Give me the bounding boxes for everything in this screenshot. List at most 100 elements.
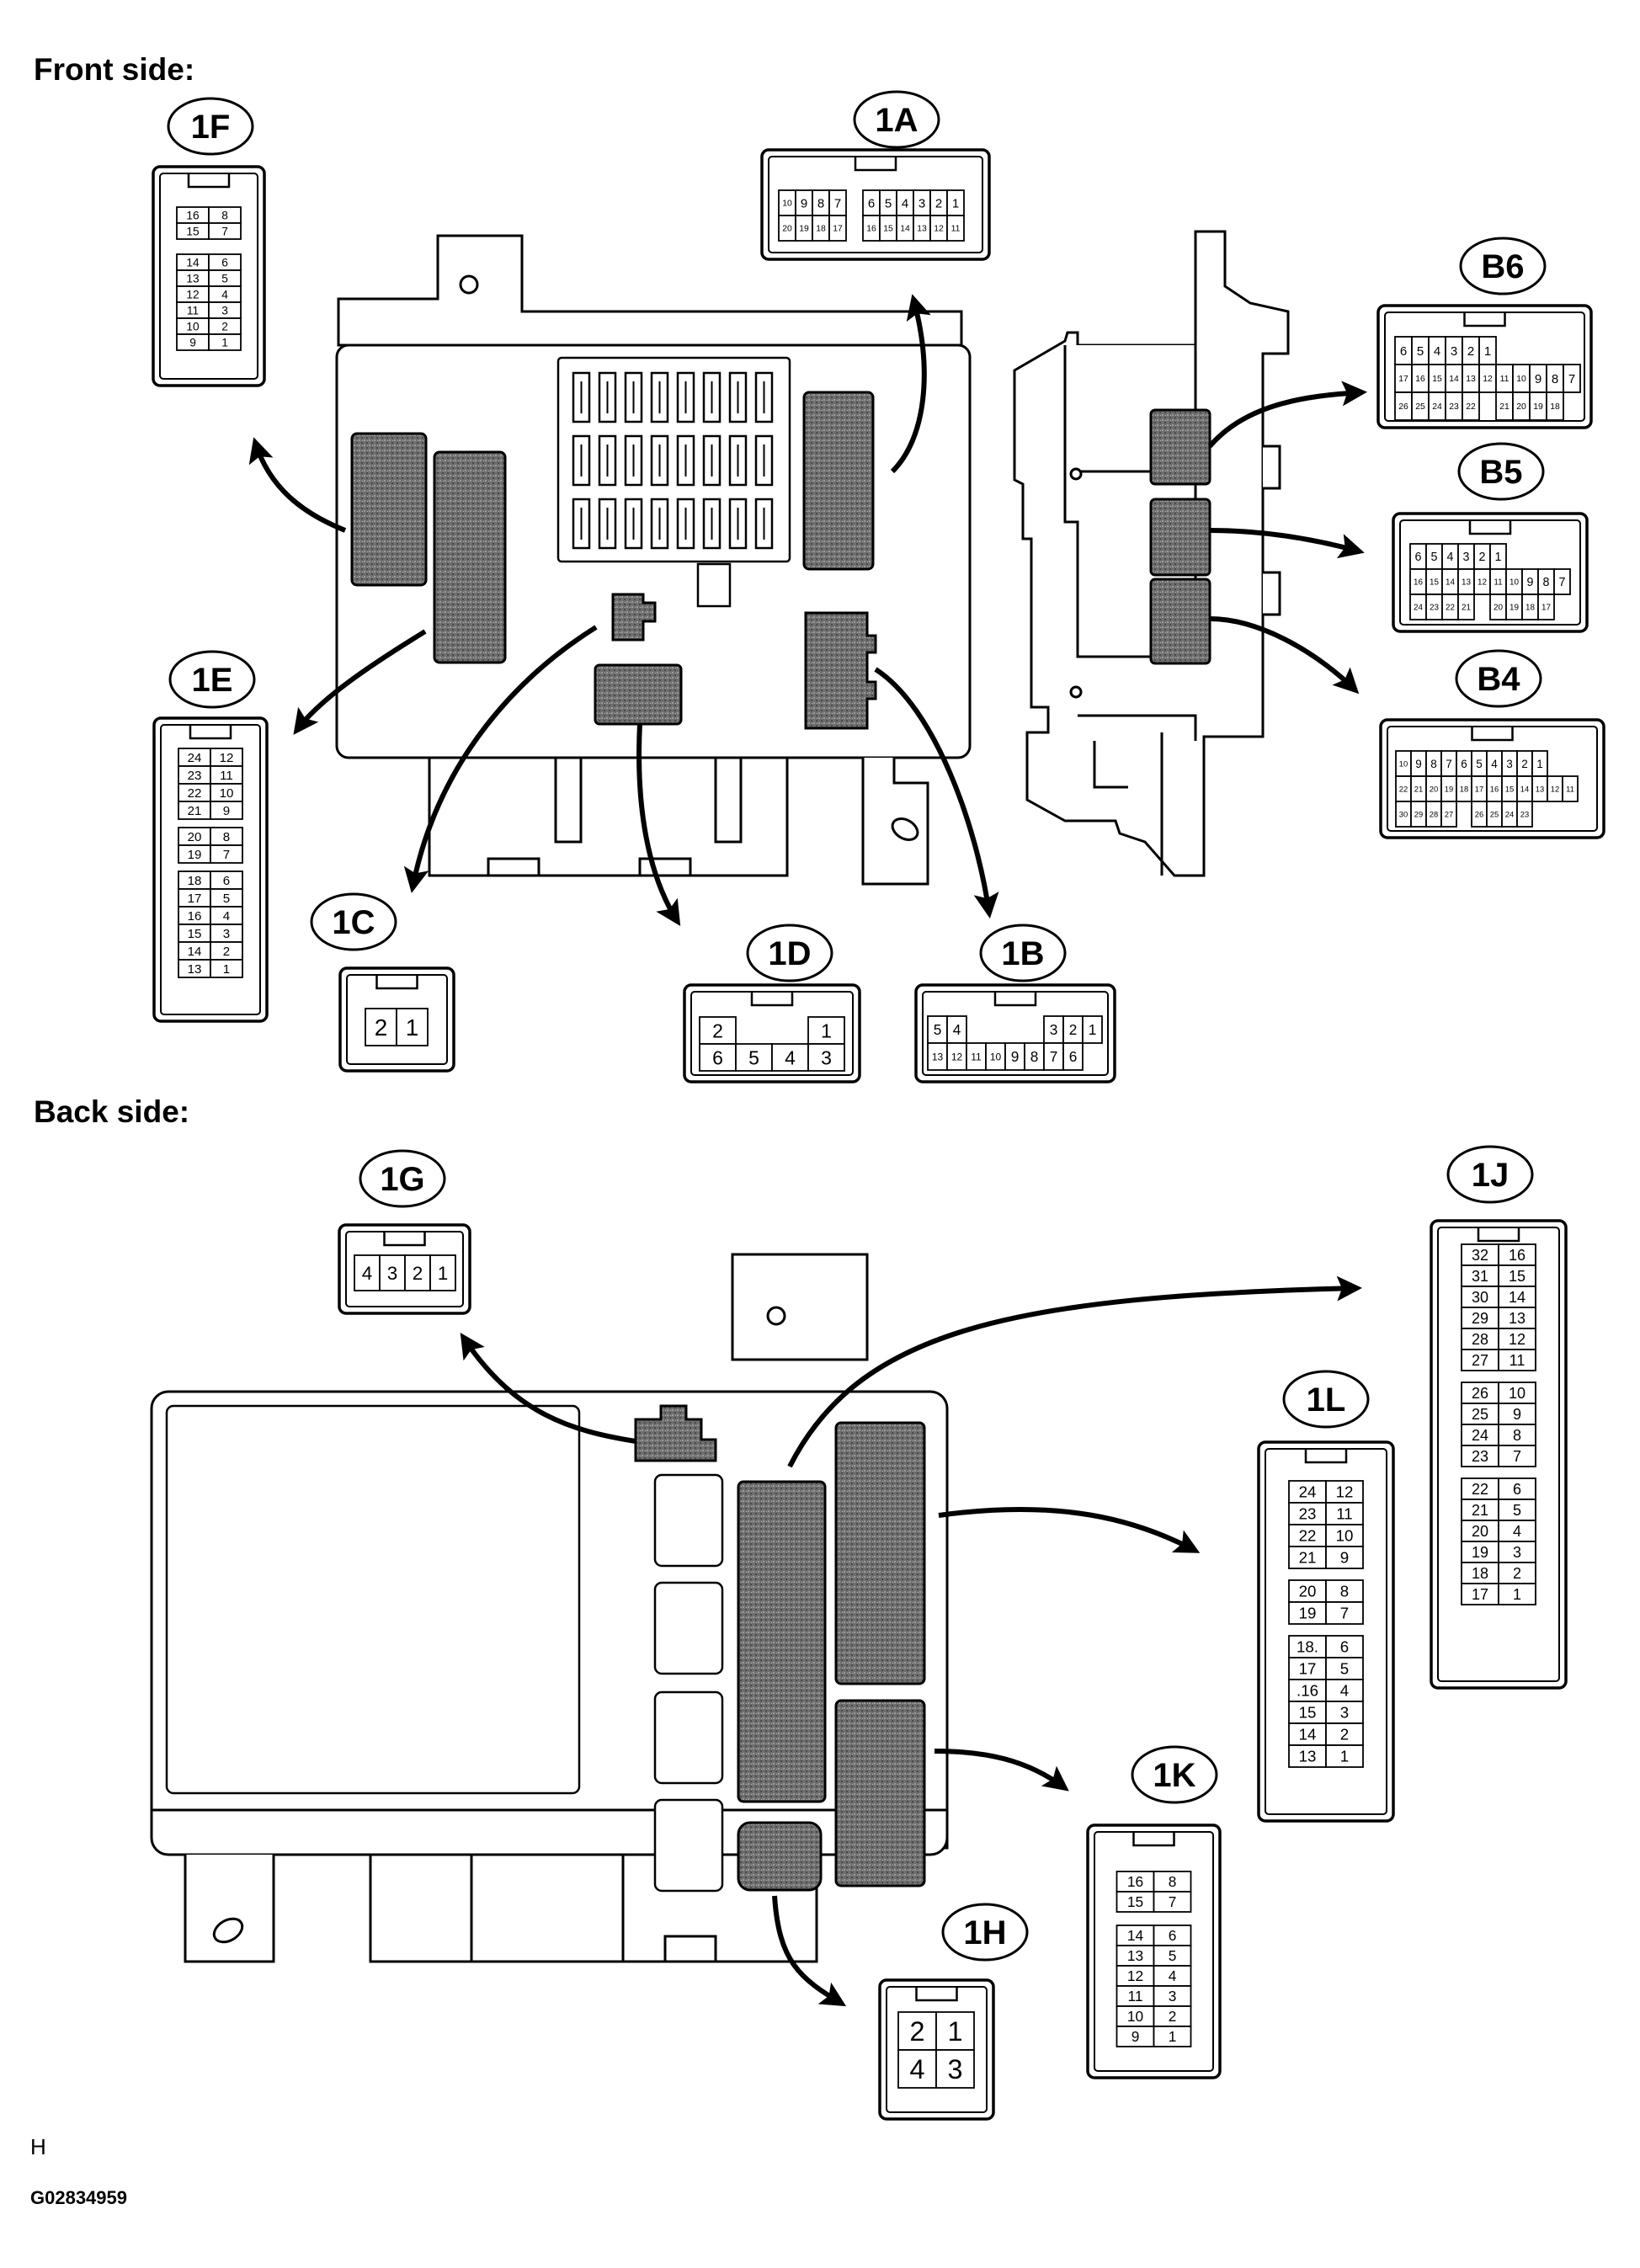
- pin-cell: [208, 222, 242, 240]
- pin-number: 14: [186, 256, 200, 269]
- connector-label-bubble: [1446, 1145, 1534, 1204]
- pin-number: 14: [900, 225, 910, 234]
- pin-number: 9: [1527, 576, 1534, 589]
- pin-cell: [1498, 1583, 1536, 1605]
- pin-number: 23: [1299, 1505, 1317, 1523]
- connector-label: 1E: [192, 662, 233, 699]
- pin-number: 10: [1516, 375, 1526, 384]
- pin-number: 2: [221, 320, 228, 333]
- pin-number: 24: [1299, 1483, 1317, 1501]
- pin-number: 13: [1509, 1310, 1526, 1327]
- pin-number: 7: [834, 196, 841, 210]
- pin-number: 8: [1030, 1048, 1039, 1065]
- pin-cell: [807, 1016, 845, 1045]
- pin-number: 7: [1050, 1048, 1058, 1065]
- pin-number: 22: [1399, 784, 1408, 793]
- pin-number: 2: [1521, 758, 1528, 770]
- pin-cell: [1461, 1445, 1499, 1467]
- pin-cell: [210, 959, 243, 978]
- pin-cell: [828, 215, 847, 242]
- pin-cell: [699, 1016, 737, 1045]
- pin-cell: [735, 1043, 773, 1072]
- pin-cell: [1153, 1945, 1192, 1967]
- connector-inner-wall: [886, 1986, 988, 2113]
- pin-cell: [1461, 1424, 1499, 1446]
- connector-latch: [187, 173, 231, 189]
- pin-cell: [1325, 1657, 1364, 1680]
- connector-latch: [1468, 520, 1512, 535]
- pin-number: 26: [1472, 1385, 1488, 1402]
- front-side-label: Front side:: [34, 52, 195, 87]
- pin-number: 24: [1472, 1427, 1488, 1444]
- front-arrows: [248, 294, 1367, 927]
- pin-number: 15: [1505, 784, 1514, 793]
- pin-number: 6: [221, 256, 228, 269]
- pin-number: 11: [971, 1051, 982, 1062]
- pin-cell: [1288, 1601, 1327, 1625]
- pin-number: 3: [221, 304, 228, 317]
- pin-number: 10: [1509, 1385, 1526, 1402]
- pin-number: 5: [1169, 1947, 1177, 1964]
- connector-latch: [1463, 312, 1506, 327]
- pin-number: 22: [188, 786, 202, 801]
- pin-cell: [1562, 775, 1579, 802]
- front-junction-block: [335, 234, 972, 886]
- pin-cell: [1498, 1307, 1536, 1329]
- pin-number: 9: [189, 336, 196, 349]
- pin-cell: [1325, 1601, 1364, 1625]
- pin-number: 23: [1520, 809, 1529, 818]
- pin-number: 20: [188, 830, 202, 844]
- pin-number: 4: [1491, 758, 1498, 770]
- pin-number: 26: [1475, 809, 1483, 818]
- pin-cell: [1461, 1382, 1499, 1404]
- pin-number: 12: [1478, 578, 1487, 588]
- pin-number: 18: [188, 874, 202, 888]
- pin-number: 4: [953, 1021, 961, 1038]
- pin-number: 15: [188, 927, 202, 941]
- connector-label-bubble: [1457, 442, 1545, 501]
- pin-number: 1: [406, 1014, 418, 1041]
- pin-number: 10: [1127, 2008, 1143, 2025]
- pin-number: 7: [1513, 1448, 1521, 1465]
- pin-number: 16: [1415, 375, 1425, 384]
- pin-number: 17: [833, 225, 843, 234]
- connector-latch: [1477, 1227, 1520, 1243]
- connector-inner-wall: [690, 991, 854, 1076]
- pin-number: 19: [1510, 604, 1519, 613]
- pin-number: 12: [1336, 1483, 1354, 1501]
- connector-inner-wall: [922, 991, 1109, 1076]
- pin-cell: [1325, 1524, 1364, 1547]
- pin-number: 11: [951, 225, 961, 234]
- pin-number: 19: [1445, 784, 1453, 793]
- pin-number: 15: [883, 225, 893, 234]
- pin-number: 12: [186, 288, 199, 301]
- pin-cell: [1082, 1015, 1103, 1044]
- pin-cell: [935, 2049, 975, 2089]
- pin-number: 8: [221, 209, 228, 221]
- pin-cell: [1325, 1722, 1364, 1746]
- pin-cell: [1325, 1701, 1364, 1724]
- pin-number: 2: [1069, 1021, 1078, 1038]
- pin-number: 23: [188, 769, 202, 783]
- pin-number: 12: [934, 225, 944, 234]
- pin-number: 1: [1495, 551, 1502, 564]
- pin-number: 3: [223, 927, 230, 941]
- pin-number: 4: [1434, 344, 1440, 359]
- pin-number: 11: [220, 769, 233, 783]
- pin-number: 27: [1472, 1352, 1488, 1369]
- pin-number: 5: [223, 892, 230, 906]
- pin-number: 2: [1340, 1726, 1349, 1744]
- pin-cell: [1498, 1349, 1536, 1371]
- pin-number: 19: [1533, 402, 1543, 412]
- connector-label: 1K: [1153, 1757, 1195, 1794]
- pin-number: 2: [935, 196, 942, 210]
- pin-cell: [1461, 1520, 1499, 1542]
- pin-cell: [1461, 1307, 1499, 1329]
- pin-number: 13: [1299, 1748, 1317, 1765]
- pin-number: 18: [816, 225, 826, 234]
- pin-number: 8: [223, 830, 230, 844]
